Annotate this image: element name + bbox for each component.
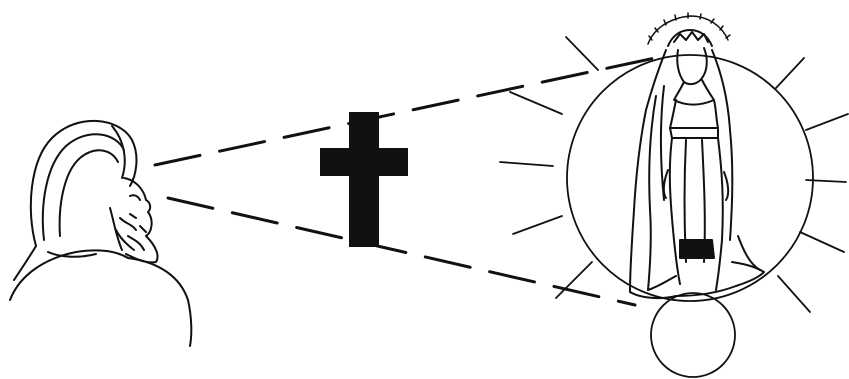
radiance-circle [567, 55, 813, 301]
sight-lines [155, 58, 655, 305]
cross [320, 112, 408, 247]
praying-man-figure [10, 121, 191, 346]
standing-woman-figure [630, 30, 764, 298]
globe [651, 293, 735, 377]
light-rays [500, 37, 848, 312]
star-halo [648, 13, 730, 44]
